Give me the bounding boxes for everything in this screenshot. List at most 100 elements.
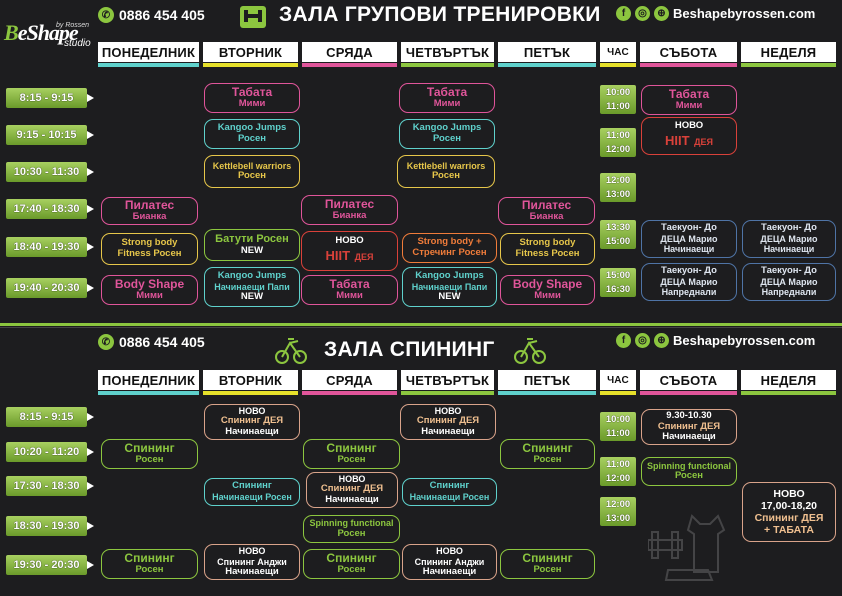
time-slot: 8:15 - 9:15: [6, 407, 94, 427]
day-mon: ПОНЕДЕЛНИК: [98, 370, 199, 390]
logo-by: by Rossen: [56, 22, 90, 29]
class-cell[interactable]: Strong body +Стречинг Росен: [402, 233, 497, 263]
dumbbell-icon: [238, 2, 268, 30]
time-slot: 9:15 - 10:15: [6, 125, 94, 145]
top-day-headers: ПОНЕДЕЛНИК ВТОРНИК СРЯДА ЧЕТВЪРТЪК ПЕТЪК…: [98, 42, 838, 68]
time-slot: 19:40 - 20:30: [6, 278, 94, 298]
day-wed: СРЯДА: [302, 370, 397, 390]
bottom-site[interactable]: Beshapebyrossen.com: [673, 333, 816, 348]
bike-icon: [513, 331, 547, 365]
bottom-phone-number: 0886 454 405: [119, 334, 205, 350]
web-icon[interactable]: ⊕: [654, 333, 669, 348]
time-slot: 17:40 - 18:30: [6, 199, 94, 219]
phone-icon: ✆: [98, 7, 114, 23]
day-sat: СЪБОТА: [640, 42, 737, 62]
bottom-social: f ◎ ⊕ Beshapebyrossen.com: [616, 333, 815, 348]
time-slot: 18:40 - 19:30: [6, 237, 94, 257]
top-phone-number: 0886 454 405: [119, 7, 205, 23]
day-hour: ЧАС: [600, 42, 636, 62]
section-divider-line: [0, 327, 842, 328]
top-phone[interactable]: ✆ 0886 454 405: [98, 7, 205, 23]
day-tue: ВТОРНИК: [203, 42, 298, 62]
top-header: ✆0886 454 405 ЗАЛА ГРУПОВИ ТРЕНИРОВКИ f …: [98, 0, 838, 30]
day-sun: НЕДЕЛЯ: [741, 370, 836, 390]
time-slot: 10:30 - 11:30: [6, 162, 94, 182]
web-icon[interactable]: ⊕: [654, 6, 669, 21]
facebook-icon[interactable]: f: [616, 6, 631, 21]
day-sun: НЕДЕЛЯ: [741, 42, 836, 62]
time-slot: 19:30 - 20:30: [6, 555, 94, 575]
section-divider: [0, 323, 842, 326]
brand-logo: BeShape by Rossen studio: [4, 20, 96, 62]
day-thu: ЧЕТВЪРТЪК: [401, 370, 494, 390]
bottom-header: ✆0886 454 405 ЗАЛА СПИНИНГ f ◎ ⊕ Beshape…: [98, 327, 838, 364]
facebook-icon[interactable]: f: [616, 333, 631, 348]
day-fri: ПЕТЪК: [498, 370, 596, 390]
bottom-title: ЗАЛА СПИНИНГ: [324, 338, 495, 361]
bottom-day-headers: ПОНЕДЕЛНИК ВТОРНИК СРЯДА ЧЕТВЪРТЪК ПЕТЪК…: [98, 370, 838, 396]
bottom-phone[interactable]: ✆0886 454 405: [98, 334, 205, 350]
time-slot: 18:30 - 19:30: [6, 516, 94, 536]
day-fri: ПЕТЪК: [498, 42, 596, 62]
day-thu: ЧЕТВЪРТЪК: [401, 42, 494, 62]
time-slot: 10:20 - 11:20: [6, 442, 94, 462]
top-site[interactable]: Beshapebyrossen.com: [673, 6, 816, 21]
day-tue: ВТОРНИК: [203, 370, 298, 390]
time-slot: 17:30 - 18:30: [6, 476, 94, 496]
time-slot: 8:15 - 9:15: [6, 88, 94, 108]
day-wed: СРЯДА: [302, 42, 397, 62]
gym-decoration-icon: [647, 510, 728, 584]
instagram-icon[interactable]: ◎: [635, 333, 650, 348]
top-social: f ◎ ⊕ Beshapebyrossen.com: [616, 6, 815, 21]
instagram-icon[interactable]: ◎: [635, 6, 650, 21]
